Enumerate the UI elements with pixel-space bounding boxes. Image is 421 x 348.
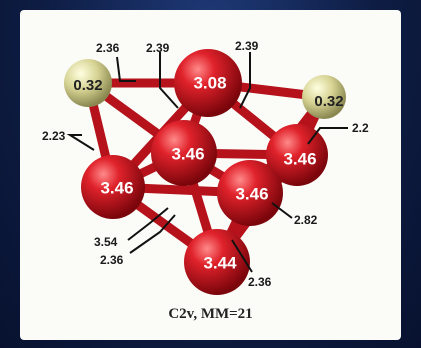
atom-label: 0.32: [314, 93, 343, 110]
atom-label: 3.46: [171, 144, 204, 163]
bond-labels: 2.36 2.39 2.39 2.23 2.2 2.82 3.54 2.36 2…: [42, 39, 369, 289]
leader-line: [271, 202, 293, 219]
bond-label: 2.39: [235, 39, 259, 53]
molecule-cluster-diagram: 0.32 3.08 0.32 3.46 3.46: [42, 39, 369, 295]
bond-label: 2.23: [42, 129, 66, 143]
atom-fe-left: 3.46: [81, 155, 145, 219]
leader-line: [66, 134, 95, 151]
atom-label: 0.32: [73, 77, 102, 94]
leader-line: [127, 207, 169, 241]
leader-line: [231, 239, 253, 273]
atom-fe-top: 3.08: [174, 49, 242, 117]
bond-label: 2.2: [352, 121, 369, 135]
leader-lines: [66, 52, 348, 273]
atom-label: 3.08: [193, 73, 226, 92]
bond-label: 2.36: [100, 253, 124, 267]
atom-fe-bottom: 3.44: [184, 229, 250, 295]
leader-line: [307, 127, 348, 145]
atom-fe-middle-right: 3.46: [217, 160, 283, 226]
bond-label: 2.82: [294, 213, 318, 227]
atom-label: 3.44: [203, 253, 237, 272]
leader-line: [129, 214, 176, 254]
atom-x-left: 0.32: [64, 59, 112, 107]
atom-label: 3.46: [283, 149, 316, 168]
figure-panel: 0.32 3.08 0.32 3.46 3.46: [20, 10, 401, 340]
bond-label: 2.39: [146, 41, 170, 55]
bond-label: 2.36: [96, 41, 120, 55]
atom-label: 3.46: [235, 184, 268, 203]
leader-line: [239, 52, 251, 109]
figure-caption: C2v, MM=21: [168, 306, 253, 322]
bond-label: 3.54: [94, 235, 118, 249]
leader-line: [116, 56, 136, 82]
bond-label: 2.36: [248, 275, 272, 289]
atom-fe-middle-left: 3.46: [151, 120, 217, 186]
leader-line: [159, 52, 179, 109]
atom-x-right: 0.32: [302, 75, 346, 119]
atom-label: 3.46: [100, 178, 133, 197]
